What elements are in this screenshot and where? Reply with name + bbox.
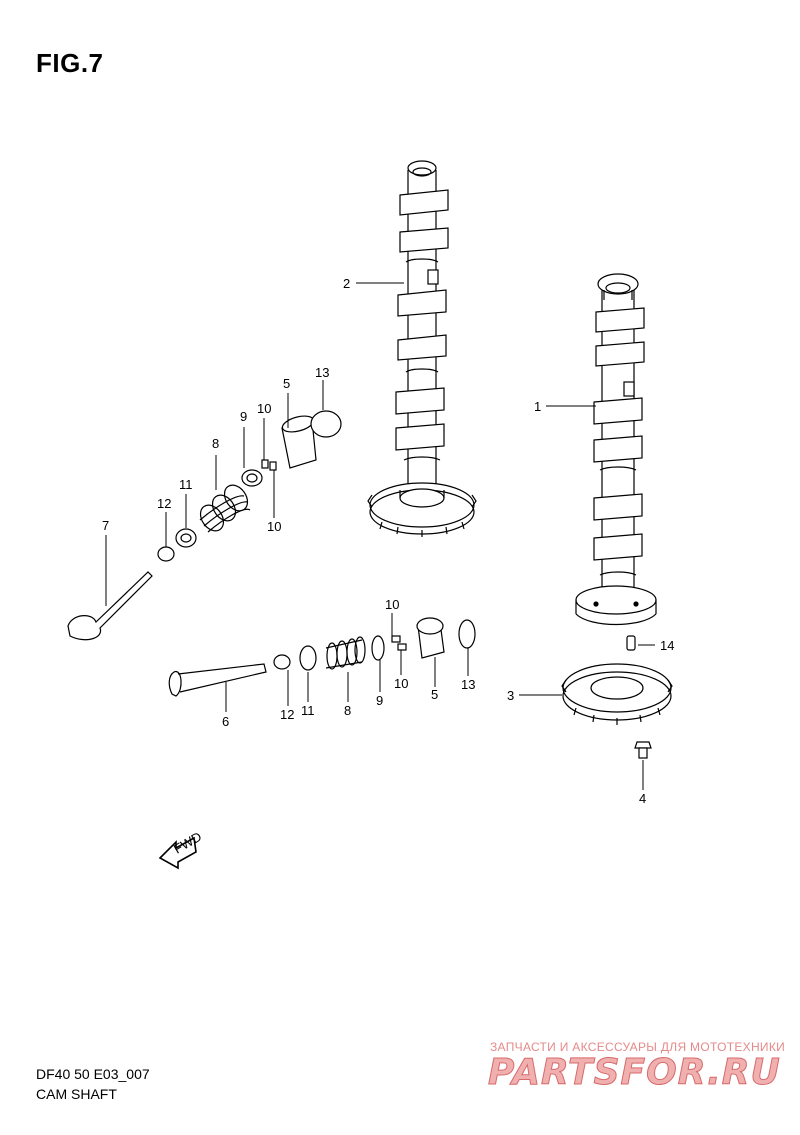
- callout-9-lower: 9: [376, 693, 383, 708]
- callout-8-lower: 8: [344, 703, 351, 718]
- figure-title: FIG.7: [36, 48, 104, 78]
- callout-10-upper-b: 10: [267, 519, 281, 534]
- callout-10-upper-a: 10: [257, 401, 271, 416]
- callout-2: 2: [343, 276, 350, 291]
- callout-6: 6: [222, 714, 229, 729]
- callout-14: 14: [660, 638, 674, 653]
- callout-12-upper: 12: [157, 496, 171, 511]
- callout-5-lower: 5: [431, 687, 438, 702]
- callout-11-lower: 11: [301, 703, 315, 718]
- callout-10-lower-b: 10: [394, 676, 408, 691]
- callout-10-lower-a: 10: [385, 597, 399, 612]
- callout-13-lower: 13: [461, 677, 475, 692]
- callout-12-lower: 12: [280, 707, 294, 722]
- watermark-brand: PARTSFOR.RU: [488, 1052, 781, 1094]
- dowel-pin-14: [626, 635, 636, 651]
- callout-5-upper: 5: [283, 376, 290, 391]
- watermark-tagline: ЗАПЧАСТИ И АКСЕССУАРЫ ДЛЯ МОТОТЕХНИКИ: [490, 1040, 786, 1054]
- callout-1: 1: [534, 399, 541, 414]
- figure-code: DF40 50 E03_007: [36, 1066, 150, 1082]
- callout-3: 3: [507, 688, 514, 703]
- callout-13-upper: 13: [315, 365, 329, 380]
- fwd-arrow-icon: FWD: [158, 829, 204, 870]
- camshaft-2: [367, 160, 477, 537]
- valve-train-lower: [168, 617, 476, 697]
- callout-9-upper: 9: [240, 409, 247, 424]
- leader-lines: [105, 282, 655, 790]
- callout-4: 4: [639, 791, 646, 806]
- camshaft-1: [575, 273, 657, 626]
- figure-name: CAM SHAFT: [36, 1086, 117, 1102]
- bolt-4: [634, 741, 652, 759]
- callout-11-upper: 11: [179, 477, 193, 492]
- callout-7: 7: [102, 518, 109, 533]
- camshaft-sprocket-3: [561, 663, 673, 725]
- callout-8-upper: 8: [212, 436, 219, 451]
